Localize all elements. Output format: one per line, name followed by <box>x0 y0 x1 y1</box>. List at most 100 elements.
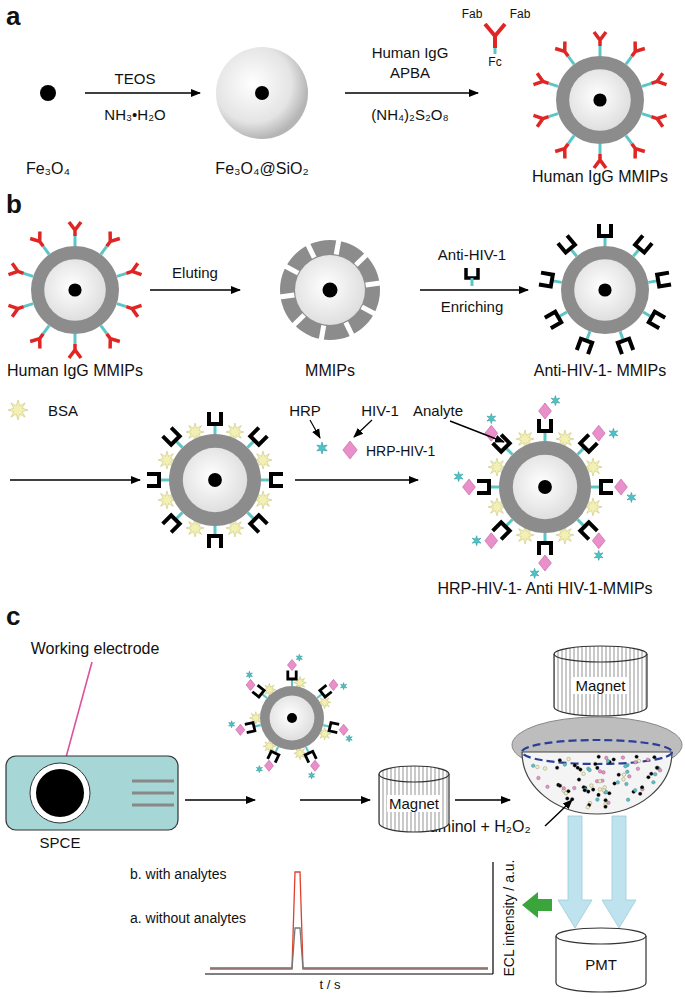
hrp-label <box>229 721 235 728</box>
apba-linker <box>24 304 34 307</box>
panel-letter: b <box>6 190 22 220</box>
hrp-label <box>472 536 481 546</box>
apba-linker <box>568 56 574 64</box>
surface-unit <box>8 298 35 317</box>
surface-unit <box>599 224 611 246</box>
cylinder-body <box>554 654 647 716</box>
anti-hiv-icon-linker <box>471 278 474 286</box>
ecl-curve-a <box>210 928 488 969</box>
imprinted-cavity <box>292 313 306 327</box>
anti-hiv-antibody <box>329 723 339 733</box>
cylinder-top <box>556 928 646 944</box>
process-arrow <box>295 479 418 481</box>
imprinted-cavity <box>334 239 342 255</box>
silica-shell <box>280 240 380 340</box>
imprinted-cavity <box>284 264 300 275</box>
surface-unit <box>647 273 671 289</box>
igg-antibody <box>30 231 48 249</box>
process-arrow <box>85 92 200 94</box>
surface-unit <box>284 264 300 275</box>
signal-arrow <box>522 892 552 918</box>
anti-hiv-antibody <box>580 522 597 539</box>
anti-hiv-antibody <box>209 536 221 548</box>
panel-letter: a <box>6 2 20 32</box>
surface-unit <box>493 515 517 539</box>
hrp-label <box>454 472 463 482</box>
hrp-label <box>530 568 539 578</box>
particle-dot <box>596 798 600 802</box>
process-arrow <box>10 479 140 481</box>
imprinted-cavity <box>354 253 368 267</box>
hiv-1-antigen <box>615 479 628 495</box>
surface-unit <box>319 325 327 341</box>
annotation-label: MMIPs <box>305 362 355 380</box>
node-label: PMT <box>583 956 619 973</box>
anti-hiv-antibody <box>493 435 510 452</box>
hrp-label <box>594 550 603 560</box>
annotation-label: HRP-HIV-1 <box>366 443 435 459</box>
annotation-label: Working electrode <box>31 640 160 658</box>
particle-dot <box>562 787 566 791</box>
surface-unit <box>163 508 187 532</box>
hrp-label <box>627 492 636 502</box>
particle-dot <box>605 756 609 760</box>
annotation-label: Fab <box>510 8 531 22</box>
surface-unit <box>594 144 606 168</box>
particle-dot <box>597 755 601 759</box>
annotation-label: b. with analytes <box>130 866 227 882</box>
apba-linker <box>568 136 574 144</box>
surface-unit <box>591 481 613 493</box>
fe3o4-nanoparticle <box>40 85 56 101</box>
surface-unit <box>640 307 665 328</box>
process-arrow <box>185 799 255 801</box>
surface-unit <box>115 263 142 282</box>
silica-core <box>513 455 577 519</box>
surface-unit <box>322 721 339 733</box>
particle-dot <box>537 776 541 780</box>
hiv-1-antigen <box>592 533 605 549</box>
particle-dot <box>590 784 594 788</box>
magnet-cylinder: Magnet <box>378 765 450 833</box>
particle-dot <box>626 770 630 774</box>
surface-unit <box>279 293 295 300</box>
hiv-1-antigen <box>288 659 297 670</box>
apba-linker <box>549 83 559 86</box>
surface-unit <box>314 685 331 701</box>
annotation-label: HRP-HIV-1- Anti HIV-1-MMIPs <box>437 580 652 598</box>
hiv-1-antigen <box>246 679 255 690</box>
surface-unit <box>292 313 306 327</box>
fe3o4-core <box>208 473 222 487</box>
surface-unit <box>305 243 316 259</box>
electrode-body <box>6 756 178 830</box>
surface-unit <box>539 419 551 441</box>
annotation-label: HIV-1 <box>361 402 399 419</box>
silica-shell <box>31 246 119 334</box>
particle-dot <box>617 773 621 777</box>
particle-dot <box>576 766 580 770</box>
particle-dot <box>650 772 654 776</box>
process-arrow <box>345 92 478 94</box>
fe3o4-core <box>68 283 81 296</box>
node-label: Magnet <box>573 677 627 694</box>
annotation-label: t / s <box>320 978 341 993</box>
anti-hiv-antibody <box>657 273 671 287</box>
particle-dot <box>586 805 590 809</box>
particle-dot <box>653 772 657 776</box>
hiv-1-antigen <box>485 533 498 549</box>
silica-shell <box>169 434 261 526</box>
fe3o4-core <box>598 283 611 296</box>
electrode-contact <box>132 792 174 795</box>
particle-dot <box>646 758 650 762</box>
silica-sphere <box>216 47 308 139</box>
bsa-icon <box>8 400 28 420</box>
anti-hiv-antibody <box>147 474 159 486</box>
anti-hiv-antibody <box>601 481 613 493</box>
annotation-label: NH₃•H₂O <box>104 106 165 123</box>
fe3o4-core <box>323 283 338 298</box>
particle-dot <box>546 785 550 789</box>
particle-dot <box>591 788 595 792</box>
hiv-1-icon <box>343 441 357 459</box>
surface-unit <box>30 322 54 348</box>
annotation-label: Eluting <box>172 264 218 281</box>
particle-dot <box>567 757 571 761</box>
